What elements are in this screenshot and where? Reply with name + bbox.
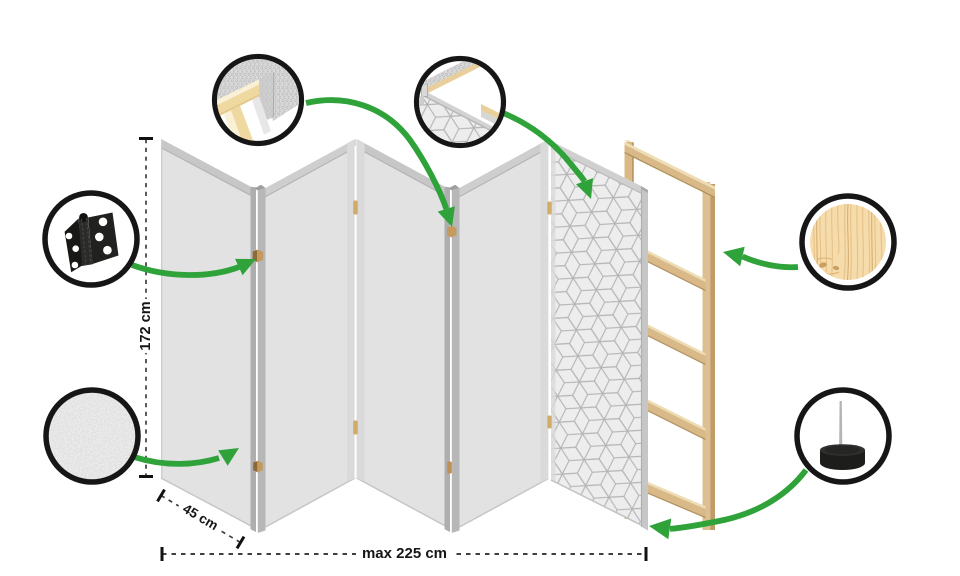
svg-text:max 225 cm: max 225 cm — [362, 545, 447, 562]
svg-text:172 cm: 172 cm — [138, 301, 154, 350]
